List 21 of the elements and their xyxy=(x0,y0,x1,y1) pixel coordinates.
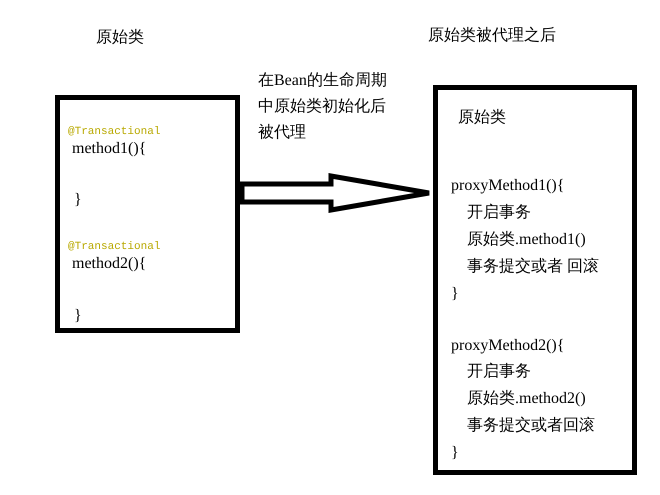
block-arrow xyxy=(240,173,432,213)
code-line: 原始类.method2() xyxy=(467,389,586,409)
code-line: 开启事务 xyxy=(467,362,531,382)
code-line: method1(){ xyxy=(72,139,146,159)
code-line: proxyMethod1(){ xyxy=(451,176,564,196)
annotation-text: @Transactional xyxy=(68,125,160,140)
box-heading: 原始类被代理之后 xyxy=(428,26,556,46)
box-heading: 原始类 xyxy=(96,28,144,48)
code-line: method2(){ xyxy=(72,254,146,274)
code-line: 开启事务 xyxy=(467,203,531,223)
code-line: 事务提交或者回滚 xyxy=(467,416,595,436)
code-line: } xyxy=(74,306,82,326)
annotation-text: @Transactional xyxy=(68,240,160,255)
code-line: } xyxy=(451,443,459,463)
code-line: } xyxy=(451,284,459,304)
code-line: 原始类.method1() xyxy=(467,230,586,250)
code-line: 事务提交或者 回滚 xyxy=(467,257,599,277)
code-line: } xyxy=(74,190,82,210)
code-line: 原始类 xyxy=(458,108,506,128)
edge-label: 在Bean的生命周期中原始类初始化后被代理 xyxy=(258,70,388,143)
code-line: proxyMethod2(){ xyxy=(451,336,564,356)
